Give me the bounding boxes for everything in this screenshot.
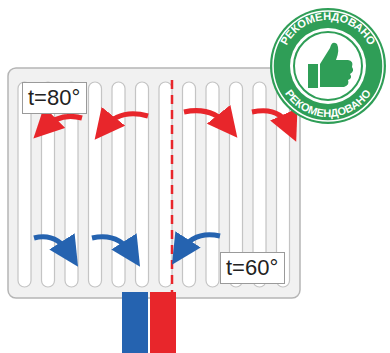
thumb-cuff bbox=[308, 64, 318, 88]
thumbs-up-icon bbox=[320, 43, 353, 87]
stamp-text: РЕКОМЕНДОВАНО bbox=[278, 10, 378, 47]
radiator-body bbox=[8, 68, 300, 298]
stamp-text: РЕКОМЕНДОВАНО bbox=[278, 10, 378, 47]
return-pipe bbox=[122, 292, 148, 353]
radiator-section bbox=[89, 82, 102, 287]
stamp-inner bbox=[290, 28, 366, 104]
stamp-outer bbox=[270, 8, 386, 124]
radiator-section bbox=[159, 82, 172, 287]
stamp-inner-ring bbox=[294, 32, 362, 100]
stamp-text: РЕКОМЕНДОВАНО bbox=[283, 87, 373, 119]
temperature-label: t=80° bbox=[28, 85, 81, 111]
temperature-box: t=80° bbox=[22, 82, 87, 114]
temperature-box: t=60° bbox=[220, 252, 285, 284]
temperature-label: t=60° bbox=[226, 255, 279, 281]
supply-pipe bbox=[150, 292, 176, 353]
flow-arrows bbox=[34, 111, 290, 254]
stamp-text: РЕКОМЕНДОВАНО bbox=[283, 87, 373, 119]
stamp: РЕКОМЕНДОВАНО РЕКОМЕНДОВАНО bbox=[270, 8, 386, 124]
radiator-sections bbox=[18, 82, 290, 287]
divider-line bbox=[171, 80, 174, 292]
